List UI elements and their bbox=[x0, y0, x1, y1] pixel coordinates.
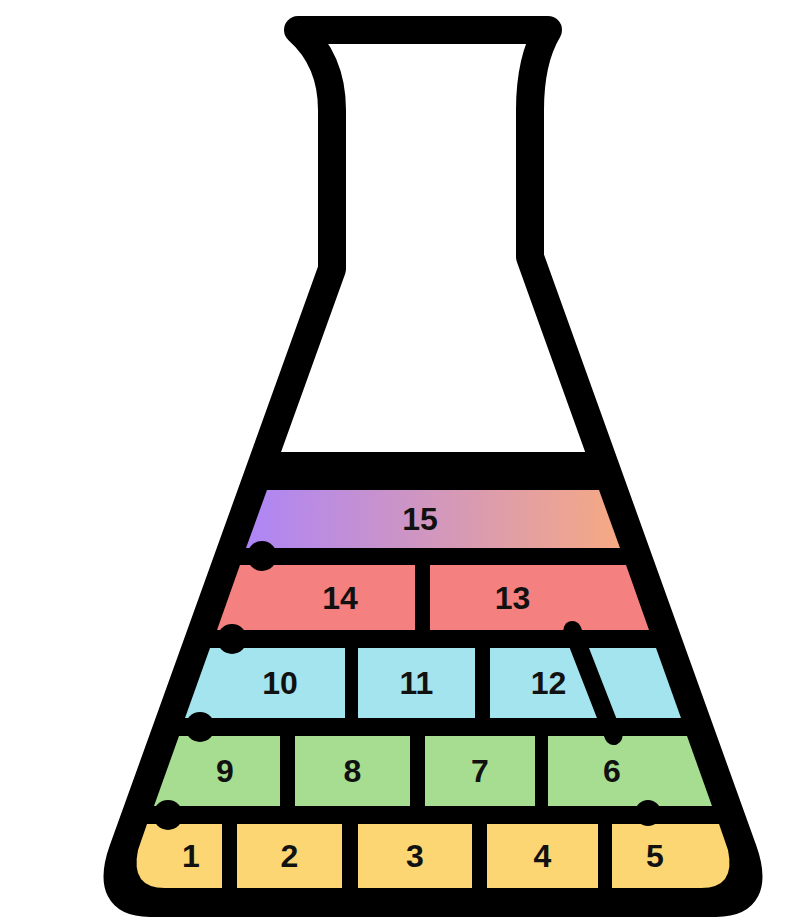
square-number: 10 bbox=[262, 667, 298, 699]
square-number: 8 bbox=[344, 755, 362, 787]
flask-body bbox=[117, 30, 748, 903]
board-square: 13 bbox=[430, 565, 649, 630]
board-square: 3 bbox=[358, 824, 472, 888]
square-number: 5 bbox=[646, 840, 664, 872]
square-fill bbox=[612, 824, 729, 888]
square-fill bbox=[295, 736, 410, 806]
square-number: 11 bbox=[400, 667, 434, 699]
square-fill bbox=[548, 736, 712, 806]
square-shape bbox=[430, 565, 649, 630]
square-fill bbox=[425, 736, 535, 806]
liquid-ground bbox=[117, 452, 748, 903]
square-fill bbox=[487, 824, 598, 888]
turn-dot bbox=[635, 800, 661, 826]
square-fill bbox=[430, 565, 649, 630]
square-number: 12 bbox=[531, 667, 567, 699]
square-shape bbox=[490, 648, 681, 718]
board-square: 12 bbox=[490, 648, 681, 718]
board-square: 5 bbox=[612, 824, 736, 888]
square-number: 9 bbox=[216, 755, 234, 787]
square-number: 4 bbox=[534, 840, 552, 872]
board-square: 11 bbox=[358, 648, 475, 718]
square-number: 13 bbox=[495, 582, 531, 614]
board-square: 7 bbox=[425, 736, 535, 806]
square-number: 2 bbox=[281, 840, 299, 872]
square-fill bbox=[358, 824, 472, 888]
square-number: 7 bbox=[471, 755, 489, 787]
square-fill bbox=[237, 824, 342, 888]
square-fill bbox=[490, 648, 681, 718]
square-shape bbox=[612, 824, 736, 888]
square-shape bbox=[548, 736, 712, 806]
square-shape bbox=[130, 824, 222, 888]
square-fill bbox=[217, 565, 415, 630]
board-square: 1 bbox=[130, 824, 222, 888]
square-number: 6 bbox=[603, 755, 621, 787]
square-number: 3 bbox=[406, 840, 424, 872]
turn-dot bbox=[153, 800, 183, 830]
board-square: 10 bbox=[185, 648, 345, 718]
square-number: 15 bbox=[402, 503, 438, 535]
board-square: 15 bbox=[246, 490, 620, 548]
turn-dot bbox=[185, 712, 215, 742]
chute-line bbox=[572, 630, 613, 736]
square-fill bbox=[154, 736, 280, 806]
board-square: 14 bbox=[217, 565, 415, 630]
board-square: 9 bbox=[154, 736, 280, 806]
square-fill bbox=[358, 648, 475, 718]
turn-dot bbox=[247, 541, 277, 571]
board-square: 2 bbox=[237, 824, 342, 888]
square-fill bbox=[246, 490, 620, 548]
board-square: 4 bbox=[487, 824, 598, 888]
square-shape bbox=[217, 565, 415, 630]
board-square: 6 bbox=[548, 736, 712, 806]
board-square: 8 bbox=[295, 736, 410, 806]
square-number: 1 bbox=[182, 840, 200, 872]
square-fill bbox=[137, 824, 222, 888]
turn-dot bbox=[217, 624, 247, 654]
square-fill bbox=[185, 648, 345, 718]
square-number: 14 bbox=[322, 582, 358, 614]
